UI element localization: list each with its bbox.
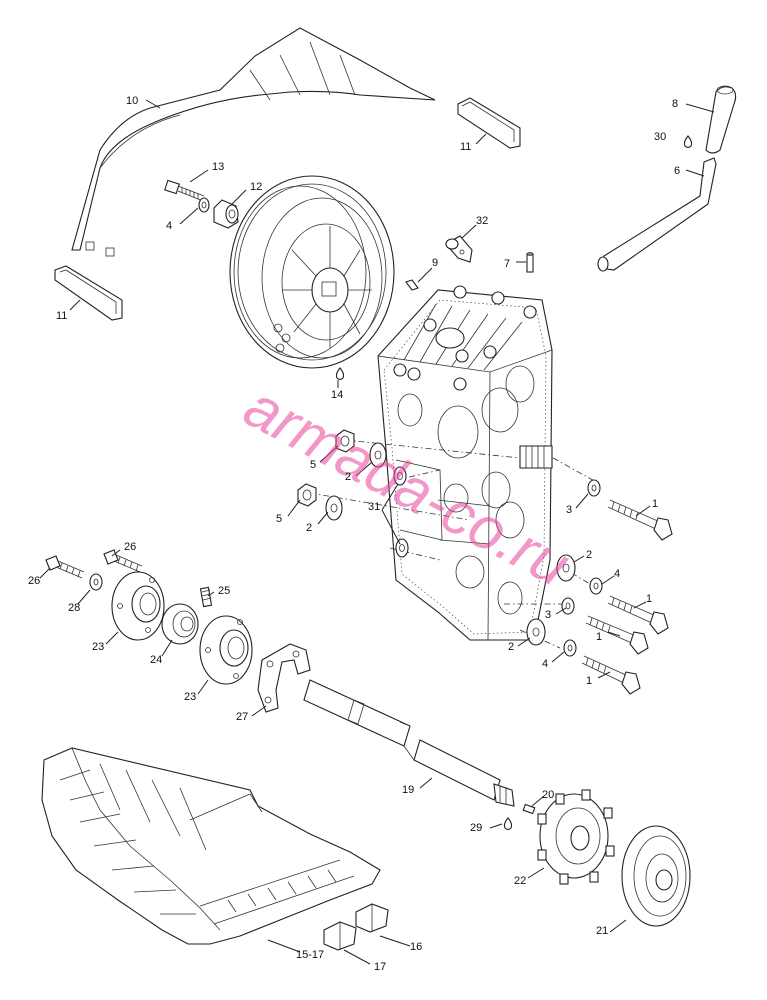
part-clip-16 bbox=[355, 903, 389, 933]
callout-26-left: 26 bbox=[28, 575, 40, 587]
callout-1-c: 1 bbox=[596, 631, 602, 643]
part-handle-grip-8 bbox=[705, 85, 737, 154]
part-seal-strip-lower bbox=[54, 265, 123, 321]
callout-11-lower: 11 bbox=[56, 310, 67, 322]
part-clip-17 bbox=[323, 921, 357, 951]
callout-2-right-lower: 2 bbox=[508, 641, 514, 653]
part-bolt-1-d bbox=[581, 655, 641, 695]
part-oil-drop-30 bbox=[683, 135, 693, 149]
part-washer-4-right-lower bbox=[563, 639, 577, 657]
callout-5-lower: 5 bbox=[276, 513, 282, 525]
callout-19: 19 bbox=[402, 784, 414, 796]
callout-16: 16 bbox=[410, 941, 422, 953]
part-gearbox-housing bbox=[377, 285, 553, 641]
callout-14: 14 bbox=[331, 389, 343, 401]
callout-27: 27 bbox=[236, 711, 248, 723]
callout-22: 22 bbox=[514, 875, 526, 887]
callout-4-right-upper: 4 bbox=[614, 568, 620, 580]
part-crank-rod-6 bbox=[597, 157, 717, 272]
callout-4-right-lower: 4 bbox=[542, 658, 548, 670]
callout-24: 24 bbox=[150, 654, 162, 666]
callout-10: 10 bbox=[126, 95, 138, 107]
part-washer-31-lower bbox=[395, 538, 409, 558]
callout-28: 28 bbox=[68, 602, 80, 614]
assembly-lines bbox=[309, 439, 601, 649]
part-nut-5-lower bbox=[297, 483, 317, 507]
part-washer-2-right-upper bbox=[556, 554, 576, 582]
part-washer-3-upper bbox=[587, 479, 601, 497]
part-bolt-1-b bbox=[607, 595, 669, 635]
callout-32: 32 bbox=[476, 215, 488, 227]
callout-9: 9 bbox=[432, 257, 438, 269]
callout-25: 25 bbox=[218, 585, 230, 597]
callout-8: 8 bbox=[672, 98, 678, 110]
callout-3-lower: 3 bbox=[545, 609, 551, 621]
callout-26-right: 26 bbox=[124, 541, 136, 553]
callout-labels: 10 11 11 13 12 4 14 9 32 7 8 30 6 5 2 5 … bbox=[28, 95, 680, 973]
part-washer-2-lower-left bbox=[325, 495, 343, 521]
part-spacer-12 bbox=[213, 199, 239, 229]
part-washer-4-left bbox=[198, 197, 210, 213]
part-sprocket-22 bbox=[537, 789, 615, 885]
callout-29: 29 bbox=[470, 822, 482, 834]
callout-1-a: 1 bbox=[652, 498, 658, 510]
callout-2-upper: 2 bbox=[345, 471, 351, 483]
callout-6: 6 bbox=[674, 165, 680, 177]
callout-12: 12 bbox=[250, 181, 262, 193]
part-pin-7 bbox=[526, 252, 534, 273]
callout-21: 21 bbox=[596, 925, 608, 937]
callout-5-upper: 5 bbox=[310, 459, 316, 471]
part-bracket-32 bbox=[445, 235, 473, 263]
part-washer-28 bbox=[89, 573, 103, 591]
part-bolt-26-right bbox=[103, 549, 143, 573]
callout-23-right: 23 bbox=[184, 691, 196, 703]
part-washer-4-right-upper bbox=[589, 577, 603, 595]
part-flange-23-left bbox=[111, 571, 165, 641]
leader-lines bbox=[39, 99, 715, 965]
callout-13: 13 bbox=[212, 161, 224, 173]
part-flange-23-right bbox=[199, 615, 253, 685]
part-washer-3-lower bbox=[561, 597, 575, 615]
part-bracket-27 bbox=[257, 643, 311, 713]
callout-3-upper: 3 bbox=[566, 504, 572, 516]
callout-17: 17 bbox=[374, 961, 386, 973]
part-pulley-14 bbox=[229, 175, 395, 381]
callout-23-left: 23 bbox=[92, 641, 104, 653]
callout-20: 20 bbox=[542, 789, 554, 801]
part-bolt-26-left bbox=[45, 555, 85, 579]
part-setscrew-25 bbox=[199, 586, 213, 608]
callout-2-lower: 2 bbox=[306, 522, 312, 534]
part-track bbox=[41, 747, 381, 945]
part-bolt-1-a bbox=[607, 499, 673, 541]
callout-1-b: 1 bbox=[646, 593, 652, 605]
part-shaft-19 bbox=[303, 679, 515, 807]
callout-4-top: 4 bbox=[166, 220, 172, 232]
callout-31: 31 bbox=[368, 501, 380, 513]
part-pin-9 bbox=[405, 279, 419, 291]
part-washer-31-upper bbox=[393, 466, 407, 486]
callout-15-17: 15-17 bbox=[296, 949, 324, 961]
callout-2-right-upper: 2 bbox=[586, 549, 592, 561]
part-bolt-1-c bbox=[585, 615, 649, 655]
callout-1-d: 1 bbox=[586, 675, 592, 687]
callout-11-upper: 11 bbox=[460, 141, 471, 153]
part-fender bbox=[71, 27, 436, 257]
callout-7: 7 bbox=[504, 258, 510, 270]
part-bolt-13 bbox=[164, 179, 205, 202]
part-key-20 bbox=[522, 803, 536, 815]
part-wheel-21 bbox=[621, 825, 691, 927]
callout-30: 30 bbox=[654, 131, 666, 143]
part-washer-2-right-lower bbox=[526, 618, 546, 646]
part-bearing-24 bbox=[161, 603, 199, 645]
part-oil-drop-29 bbox=[503, 817, 513, 831]
part-seal-strip-upper bbox=[457, 97, 521, 149]
part-washer-2-upper bbox=[369, 442, 387, 468]
